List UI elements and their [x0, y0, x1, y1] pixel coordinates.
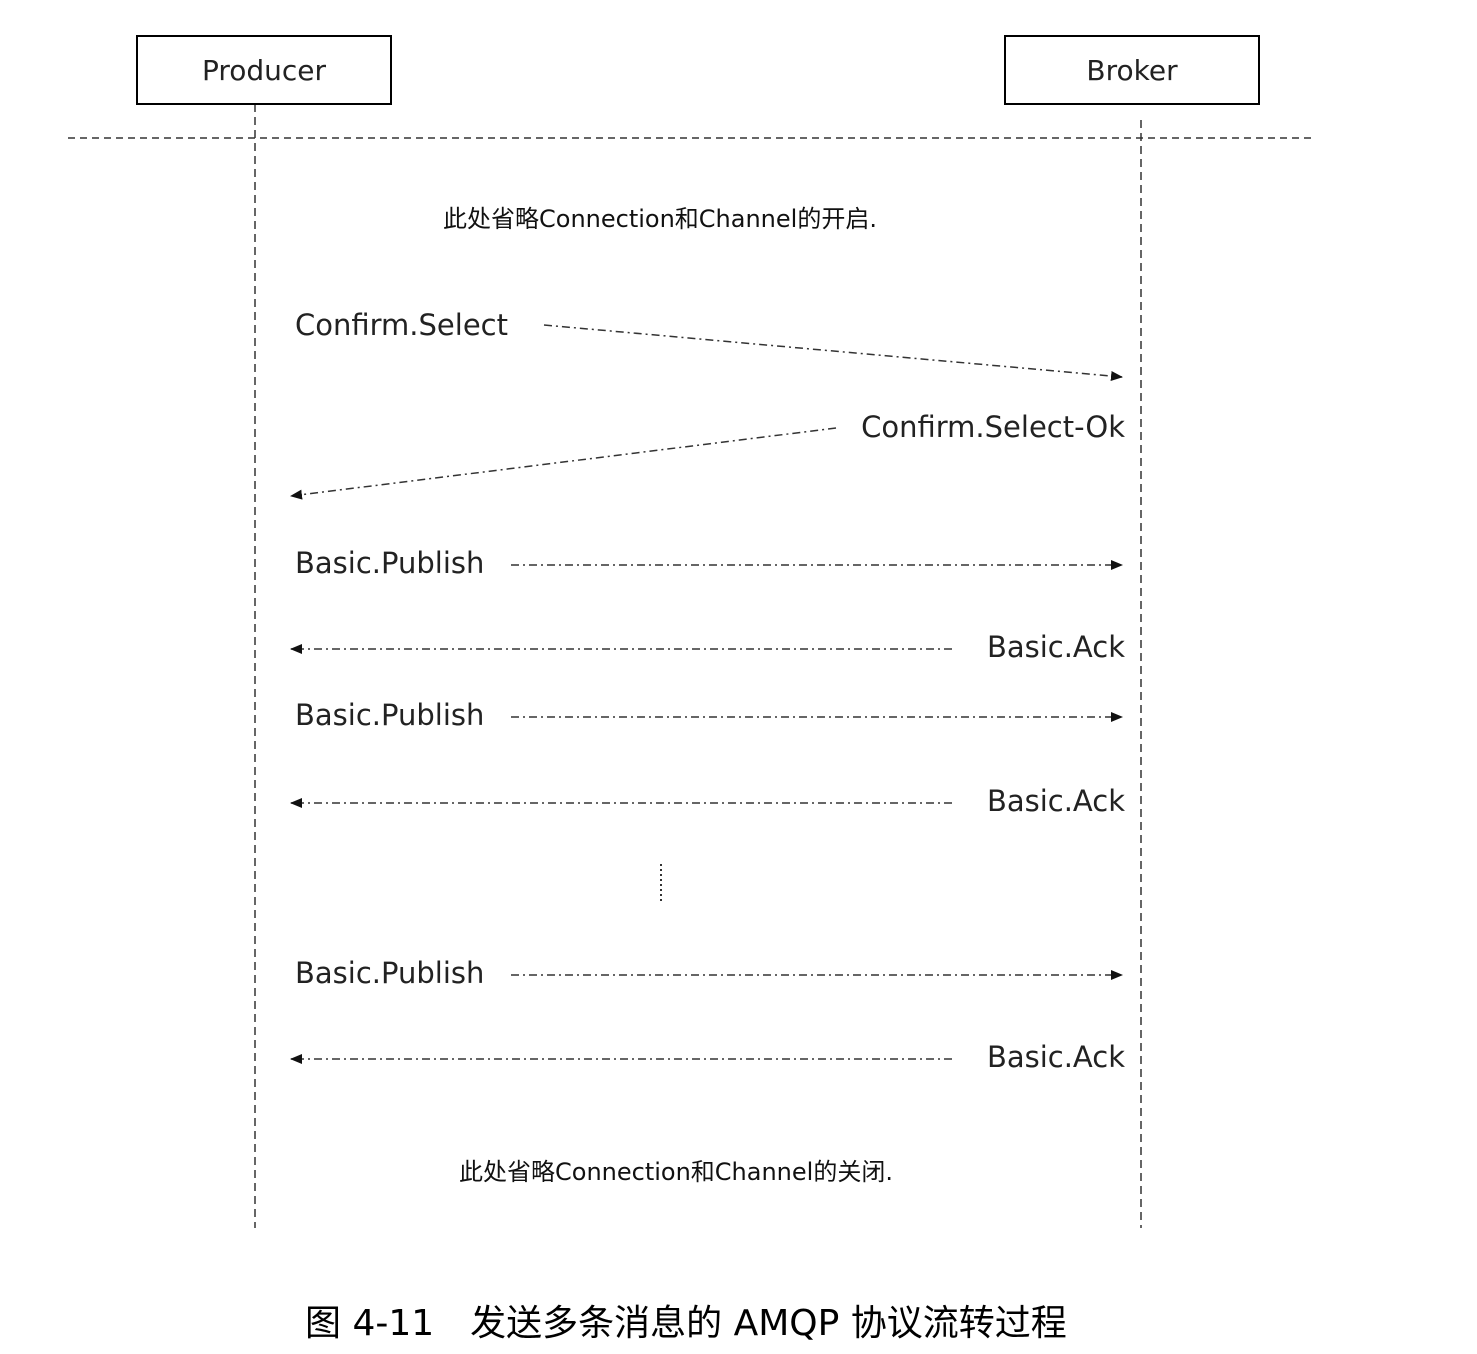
broker-label: Broker — [1086, 53, 1178, 87]
producer-label: Producer — [201, 53, 327, 87]
message-label: Basic.Ack — [986, 784, 1125, 818]
message-label: Confirm.Select — [295, 308, 508, 342]
producer-box: Producer — [136, 35, 392, 105]
figure-caption: 图 4-11 发送多条消息的 AMQP 协议流转过程 — [305, 1303, 1067, 1344]
message-arrow — [290, 427, 837, 500]
message-label: Basic.Publish — [295, 698, 485, 732]
message-label: Basic.Ack — [986, 1040, 1125, 1074]
message-label: Basic.Publish — [295, 956, 485, 990]
broker-box: Broker — [1004, 35, 1260, 105]
message-label: Basic.Publish — [295, 546, 485, 580]
message-arrow — [543, 324, 1123, 381]
close-note: 此处省略Connection和Channel的关闭. — [459, 1158, 893, 1186]
message-label: Basic.Ack — [986, 630, 1125, 664]
open-note: 此处省略Connection和Channel的开启. — [443, 205, 877, 233]
message-label: Confirm.Select-Ok — [861, 410, 1125, 444]
